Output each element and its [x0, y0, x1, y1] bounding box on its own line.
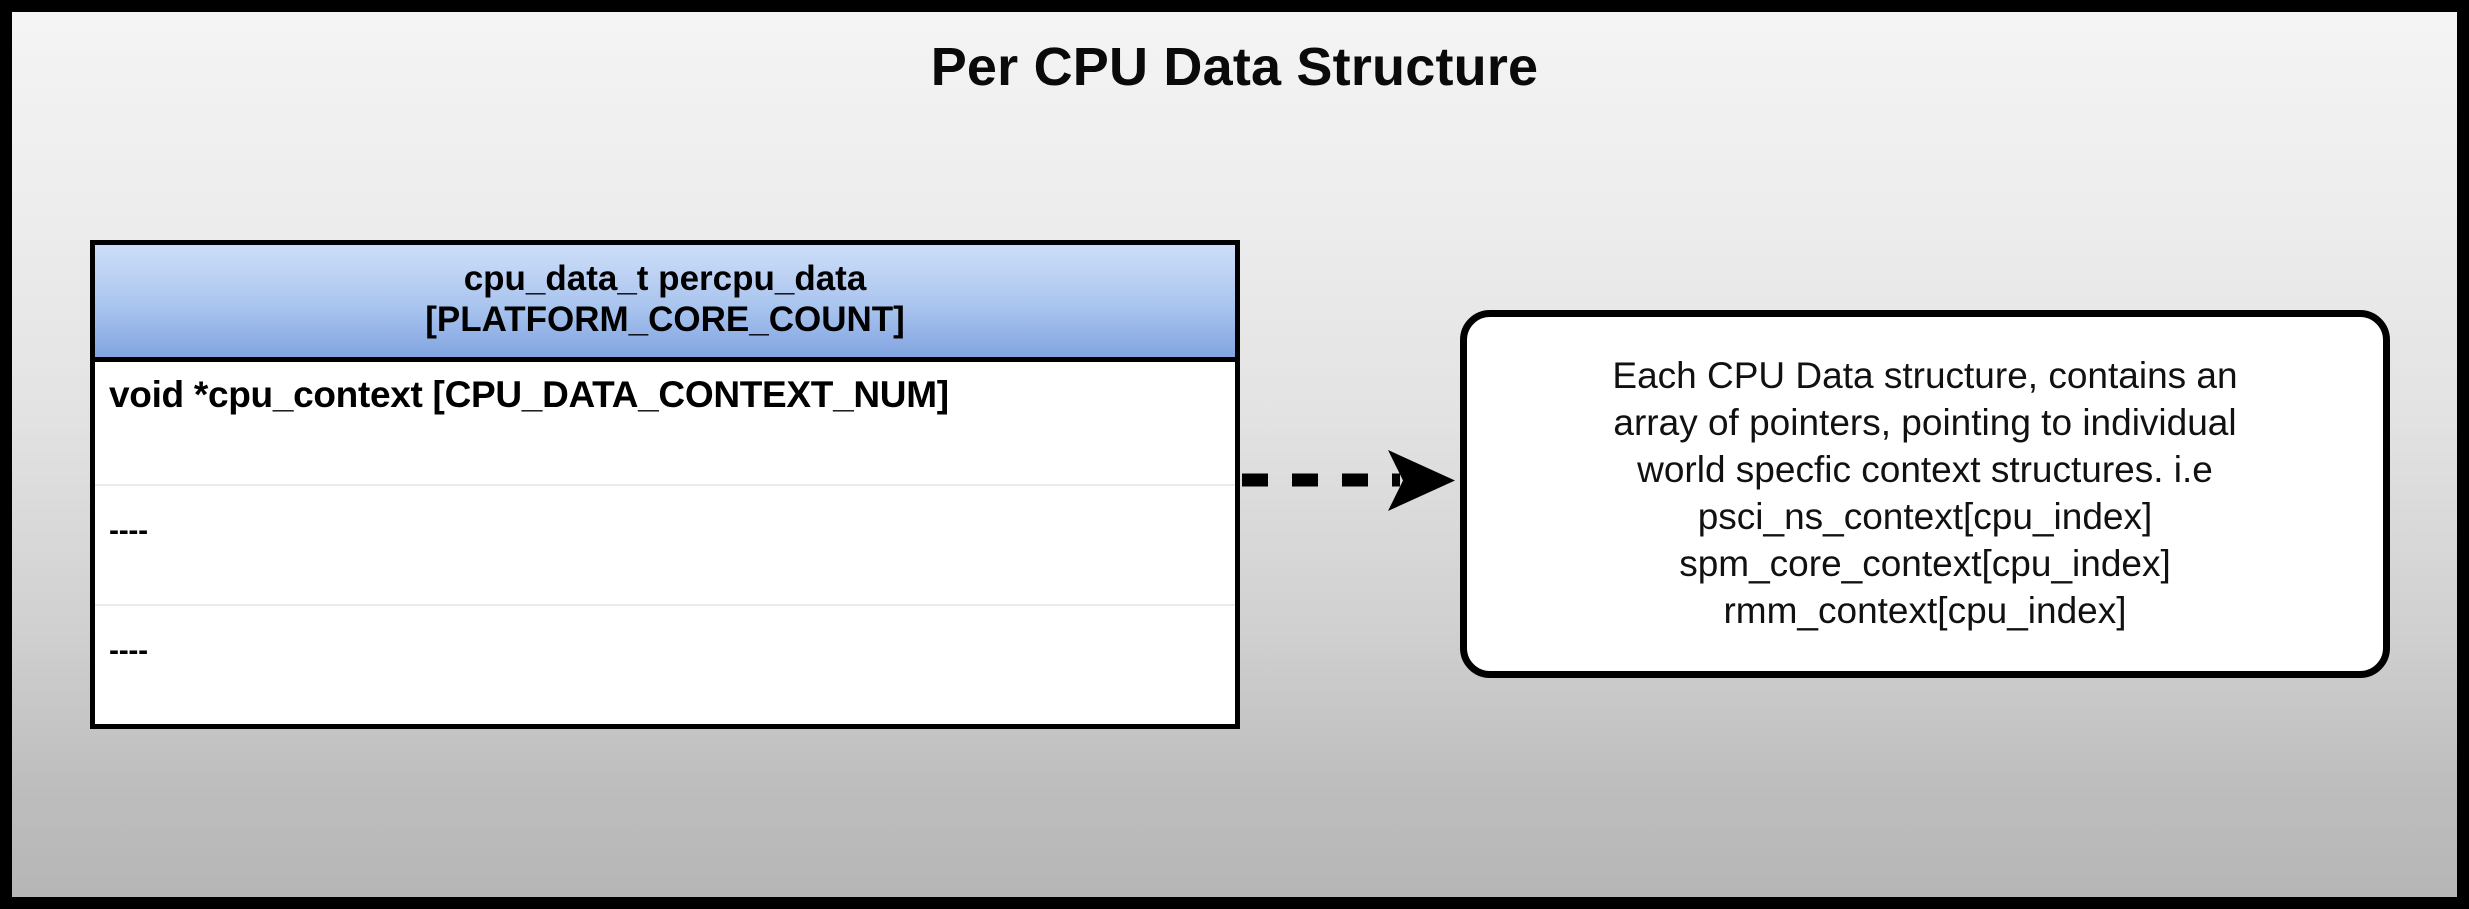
- table-row: ----: [95, 483, 1235, 604]
- struct-array-size: [PLATFORM_CORE_COUNT]: [425, 299, 905, 339]
- callout-line-4: psci_ns_context[cpu_index]: [1697, 496, 2153, 537]
- struct-type-name: cpu_data_t percpu_data: [463, 259, 867, 298]
- callout-line-6: rmm_context[cpu_index]: [1723, 589, 2127, 631]
- table-row: ----: [95, 603, 1235, 724]
- points-to-arrow-icon: [1242, 450, 1455, 511]
- callout-line-5: spm_core_context[cpu_index]: [1679, 542, 2171, 584]
- diagram-background-panel: Per CPU Data Structure cpu_data_t percpu…: [12, 12, 2457, 897]
- callout-note: Each CPU Data structure, contains an arr…: [1460, 310, 2390, 678]
- callout-line-3: world specfic context structures. i.e: [1637, 449, 2213, 491]
- callout-line-2: array of pointers, pointing to individua…: [1613, 402, 2237, 444]
- struct-field-cpu-context: void *cpu_context [CPU_DATA_CONTEXT_NUM]: [109, 373, 949, 415]
- page-title: Per CPU Data Structure: [930, 37, 1539, 97]
- struct-table-header: cpu_data_t percpu_data [PLATFORM_CORE_CO…: [95, 245, 1235, 362]
- callout-line-1: Each CPU Data structure, contains an: [1612, 355, 2238, 397]
- struct-field-placeholder-1: ----: [109, 513, 148, 547]
- table-row: void *cpu_context [CPU_DATA_CONTEXT_NUM]: [95, 361, 1235, 484]
- percpu-data-struct-table: cpu_data_t percpu_data [PLATFORM_CORE_CO…: [90, 240, 1240, 729]
- struct-field-placeholder-2: ----: [109, 633, 148, 667]
